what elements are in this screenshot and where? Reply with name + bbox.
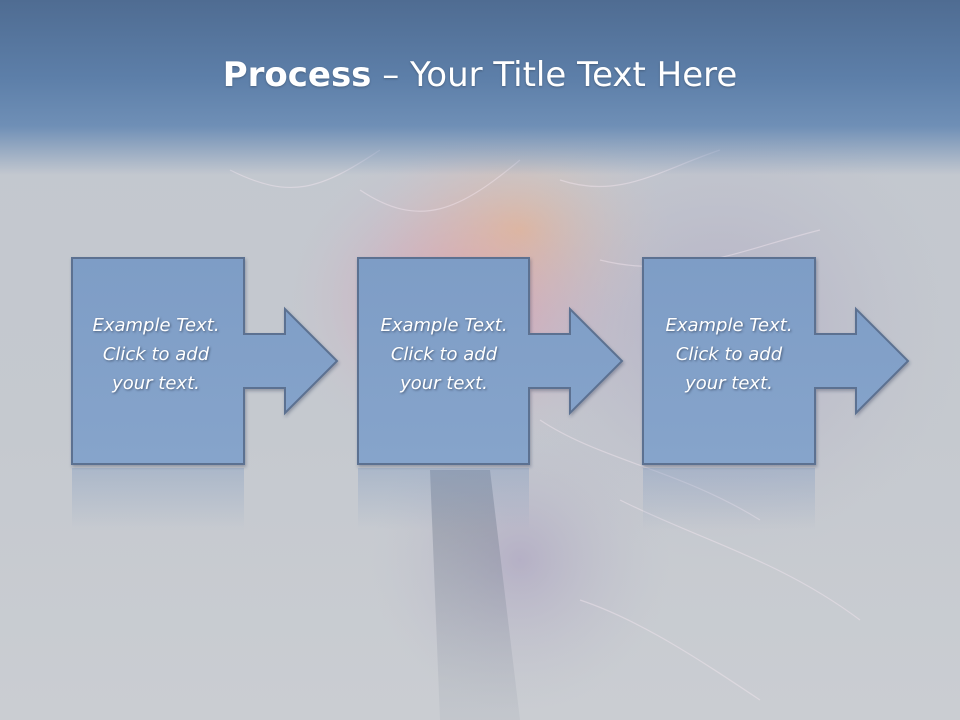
step-1-line-3: your text. xyxy=(112,373,200,394)
slide-title[interactable]: Process – Your Title Text Here xyxy=(0,50,960,100)
process-step-3[interactable] xyxy=(642,257,910,530)
step-2-line-1: Example Text. xyxy=(380,315,508,336)
step-1-reflection xyxy=(72,468,244,530)
step-3-text[interactable]: Example Text. Click to add your text. xyxy=(643,311,815,398)
step-3-arrow xyxy=(642,257,910,465)
step-3-reflection xyxy=(643,468,815,530)
step-1-text[interactable]: Example Text. Click to add your text. xyxy=(70,311,242,398)
title-band xyxy=(0,0,960,175)
step-2-reflection xyxy=(358,468,529,530)
step-3-line-1: Example Text. xyxy=(665,315,793,336)
step-1-line-1: Example Text. xyxy=(92,315,220,336)
step-2-line-3: your text. xyxy=(400,373,488,394)
step-2-text[interactable]: Example Text. Click to add your text. xyxy=(358,311,530,398)
title-rest: – Your Title Text Here xyxy=(371,55,738,95)
process-step-2[interactable] xyxy=(357,257,624,530)
title-bold-word: Process xyxy=(222,55,372,95)
step-2-arrow xyxy=(357,257,624,465)
step-1-arrow xyxy=(71,257,339,465)
step-1-line-2: Click to add xyxy=(102,344,210,365)
step-3-line-2: Click to add xyxy=(675,344,783,365)
step-3-line-3: your text. xyxy=(685,373,773,394)
step-2-line-2: Click to add xyxy=(390,344,498,365)
process-step-1[interactable] xyxy=(71,257,339,530)
